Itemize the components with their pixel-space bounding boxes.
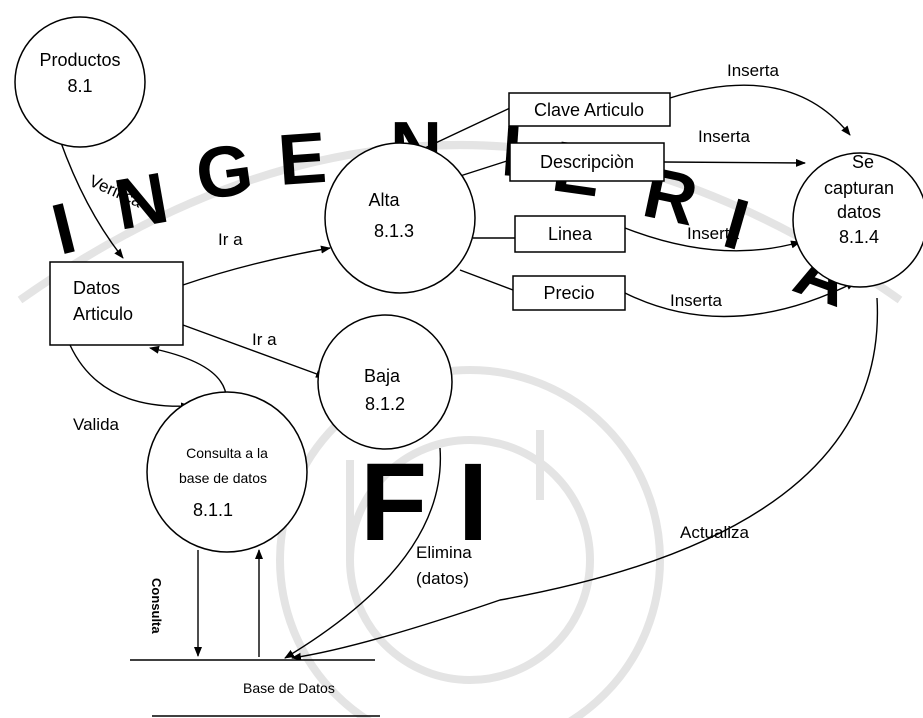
captura-label-2: capturan — [824, 178, 894, 198]
linea-label: Linea — [548, 224, 593, 244]
inserta-clave-label: Inserta — [727, 61, 780, 80]
descripcion-label: Descripciòn — [540, 152, 634, 172]
baja-number: 8.1.2 — [365, 394, 405, 414]
process-productos — [14, 16, 146, 148]
captura-label-1: Se — [852, 152, 874, 172]
edge-actualiza — [291, 297, 879, 661]
watermark-center: F I — [360, 441, 488, 564]
captura-label-3: datos — [837, 202, 881, 222]
edge-elimina — [284, 447, 442, 659]
baja-label: Baja — [364, 366, 401, 386]
edge-inserta-clave — [669, 84, 851, 136]
edge-inserta-descripcion — [663, 158, 806, 167]
alta-number: 8.1.3 — [374, 221, 414, 241]
valida-label: Valida — [73, 415, 120, 434]
actualiza-label: Actualiza — [680, 523, 750, 542]
edge-inserta-linea — [624, 227, 801, 252]
entity-datos-articulo — [49, 261, 184, 346]
edge-inserta-precio — [624, 281, 856, 318]
captura-number: 8.1.4 — [839, 227, 879, 247]
inserta-linea-label: Inserta — [687, 224, 740, 243]
edge-ir-a-alta — [182, 245, 331, 286]
datos-articulo-label-1: Datos — [73, 278, 120, 298]
edge-alta-precio — [459, 269, 514, 291]
box-clave-articulo — [508, 92, 671, 127]
box-descripcion — [509, 142, 665, 182]
datos-articulo-label-2: Articulo — [73, 304, 133, 324]
box-precio — [512, 275, 626, 311]
watermark-letter: E — [276, 118, 329, 201]
process-captura — [792, 152, 923, 288]
inserta-descripcion-label: Inserta — [698, 127, 751, 146]
consulta-edge-label: Consulta — [149, 578, 164, 634]
inserta-precio-label: Inserta — [670, 291, 723, 310]
edge-verifica — [59, 139, 124, 259]
alta-label: Alta — [368, 190, 400, 210]
process-alta — [324, 142, 476, 294]
watermark-letter: I — [45, 188, 84, 270]
base-de-datos-label: Base de Datos — [243, 680, 335, 696]
elimina-datos-label: (datos) — [416, 569, 469, 588]
ir-a-baja-label: Ir a — [252, 330, 277, 349]
edge-ir-a-baja — [182, 324, 326, 378]
process-consulta — [146, 391, 308, 553]
productos-label: Productos — [39, 50, 120, 70]
precio-label: Precio — [543, 283, 594, 303]
consulta-number: 8.1.1 — [193, 500, 233, 520]
productos-number: 8.1 — [67, 76, 92, 96]
consulta-label-2: base de datos — [179, 470, 267, 486]
ir-a-alta-label: Ir a — [218, 230, 243, 249]
edge-valida — [69, 344, 191, 411]
box-linea — [514, 215, 626, 253]
edges — [59, 84, 879, 661]
elimina-label: Elimina — [416, 543, 472, 562]
process-baja — [317, 314, 453, 450]
clave-articulo-label: Clave Articulo — [534, 100, 644, 120]
watermark-letter: G — [191, 129, 258, 216]
consulta-label-1: Consulta a la — [186, 445, 268, 461]
